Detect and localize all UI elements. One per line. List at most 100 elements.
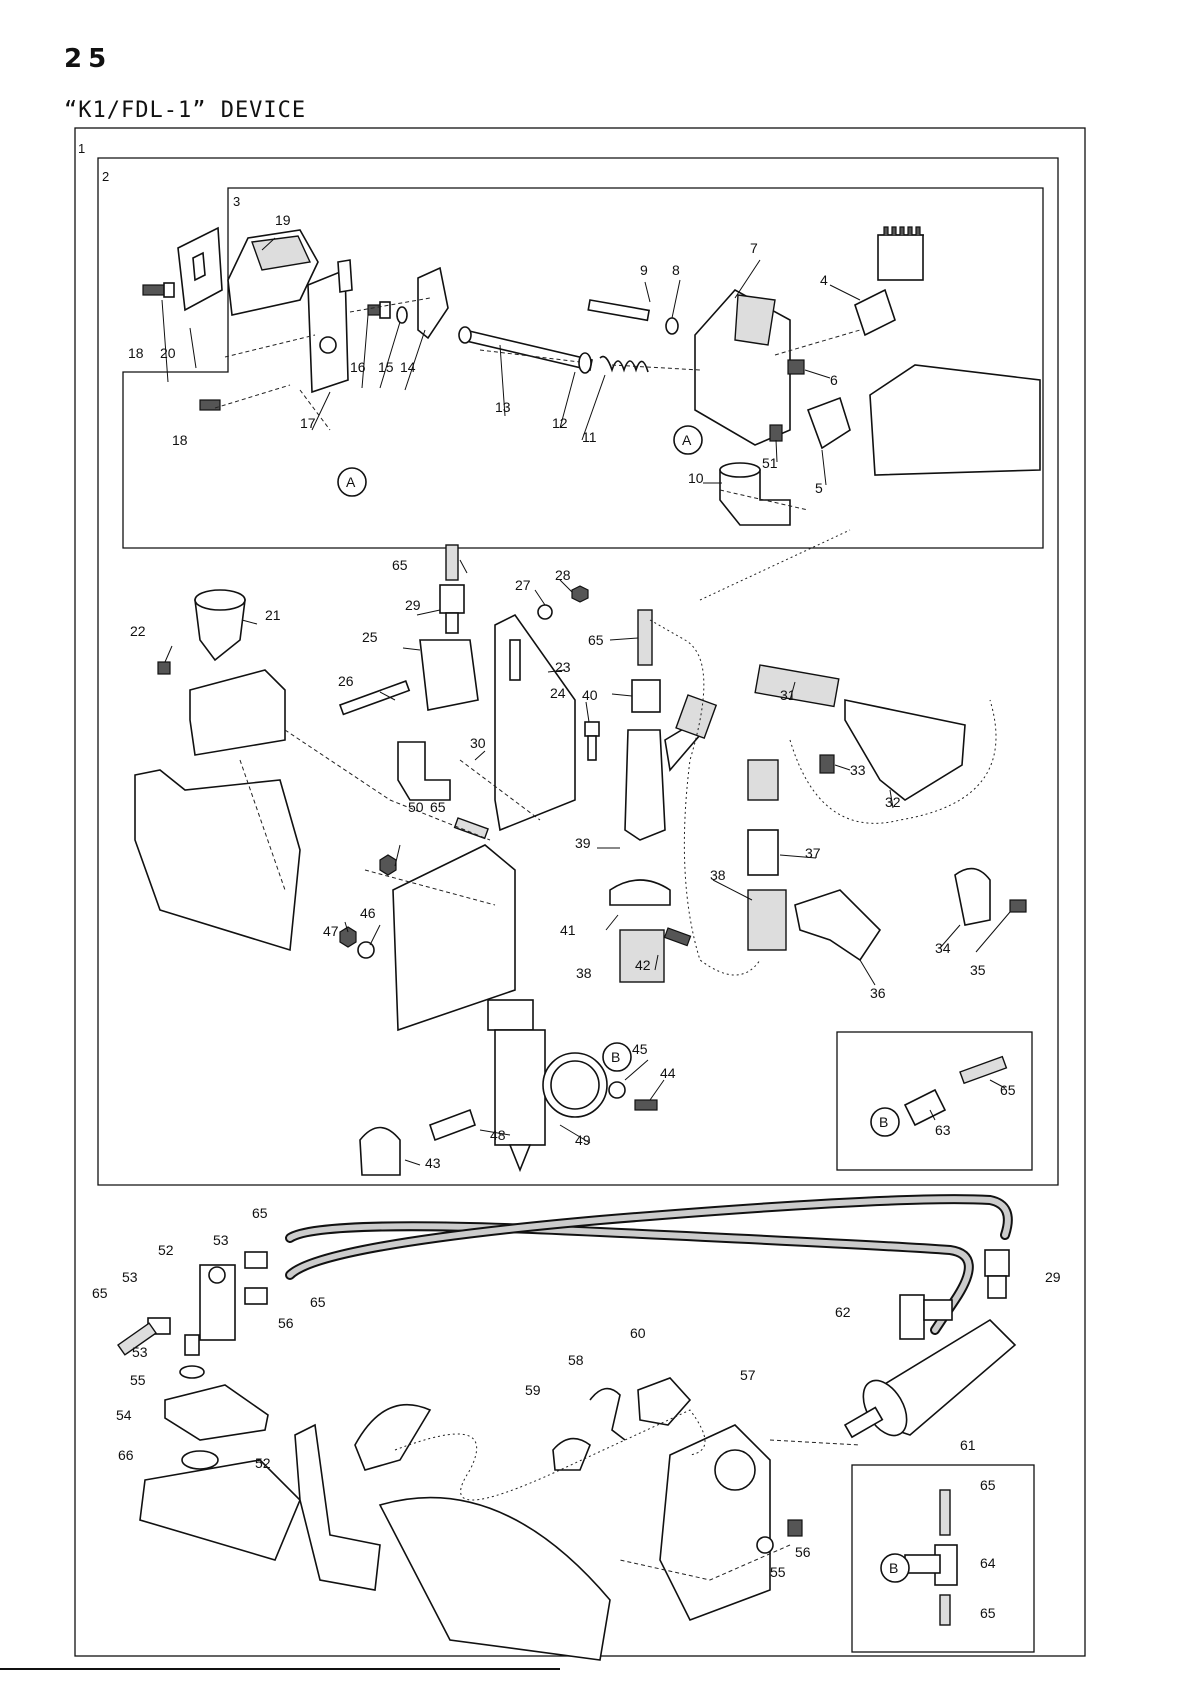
callout-46: 46 — [360, 905, 376, 921]
callout-19: 19 — [275, 212, 291, 228]
spring-11 — [600, 357, 648, 373]
fitting-40 — [632, 680, 660, 712]
callout-53: 53 — [122, 1269, 138, 1285]
ref-b-3: B — [881, 1554, 909, 1582]
hose-65d — [960, 1057, 1006, 1084]
svg-text:B: B — [879, 1114, 888, 1130]
callout-18: 18 — [128, 345, 144, 361]
callout-65: 65 — [392, 557, 408, 573]
spring-wire-mid — [355, 1405, 430, 1470]
ref-b-1: B — [603, 1043, 631, 1071]
manifold-52 — [200, 1265, 235, 1340]
machine-frame-left — [135, 770, 300, 950]
hose-65a — [446, 545, 458, 580]
fitting-29b — [985, 1250, 1009, 1298]
callout-6: 6 — [830, 372, 838, 388]
ref-b-2: B — [871, 1108, 899, 1136]
nut-50 — [380, 855, 396, 875]
callout-65: 65 — [252, 1205, 268, 1221]
washer-46 — [358, 942, 374, 958]
callout-53: 53 — [132, 1344, 148, 1360]
part-5 — [808, 398, 850, 448]
callout-36: 36 — [870, 985, 886, 1001]
block-7 — [695, 290, 790, 445]
hose-65b — [455, 818, 488, 838]
ref-a-1: A — [338, 468, 366, 496]
callout-28: 28 — [555, 567, 571, 583]
callout-62: 62 — [835, 1304, 851, 1320]
washer-45 — [609, 1082, 625, 1098]
elbow-30 — [398, 742, 450, 800]
callout-29: 29 — [1045, 1269, 1061, 1285]
callout-49: 49 — [575, 1132, 591, 1148]
frame-1-label: 1 — [78, 141, 85, 156]
callout-61: 61 — [960, 1437, 976, 1453]
svg-text:B: B — [889, 1560, 898, 1576]
screw-44 — [635, 1100, 657, 1110]
callout-13: 13 — [495, 399, 511, 415]
washer-8 — [666, 318, 678, 334]
hose-65g — [940, 1595, 950, 1625]
plate-54 — [165, 1385, 268, 1440]
callout-41: 41 — [560, 922, 576, 938]
washer-55b — [757, 1537, 773, 1553]
callout-24: 24 — [550, 685, 566, 701]
callout-29: 29 — [405, 597, 421, 613]
knob-21 — [195, 590, 245, 660]
callout-18: 18 — [172, 432, 188, 448]
callout-39: 39 — [575, 835, 591, 851]
callout-66: 66 — [118, 1447, 134, 1463]
ring-66 — [182, 1451, 218, 1469]
callout-65: 65 — [310, 1294, 326, 1310]
shaft-13 — [459, 327, 592, 370]
callout-30: 30 — [470, 735, 486, 751]
callout-9: 9 — [640, 262, 648, 278]
callout-60: 60 — [630, 1325, 646, 1341]
clip-34 — [955, 869, 990, 925]
callout-54: 54 — [116, 1407, 132, 1423]
screw-35 — [1010, 900, 1026, 912]
elbow-10 — [720, 463, 790, 525]
callout-64: 64 — [980, 1555, 996, 1571]
fitting-29a — [440, 585, 464, 633]
setscrew-51 — [770, 425, 782, 441]
callout-21: 21 — [265, 607, 281, 623]
frame-2-label: 2 — [102, 169, 109, 184]
connector-63 — [905, 1090, 945, 1125]
callout-25: 25 — [362, 629, 378, 645]
sleeve-38b — [748, 890, 786, 950]
spring-wire-58 — [590, 1389, 625, 1440]
screw-9 — [588, 300, 649, 320]
callout-5: 5 — [815, 480, 823, 496]
feeder-comb — [878, 227, 924, 280]
callout-40: 40 — [582, 687, 598, 703]
hose-65c — [638, 610, 652, 665]
callout-33: 33 — [850, 762, 866, 778]
screw-24 — [585, 722, 599, 760]
callout-48: 48 — [490, 1127, 506, 1143]
callout-63: 63 — [935, 1122, 951, 1138]
callout-22: 22 — [130, 623, 146, 639]
callout-65: 65 — [588, 632, 604, 648]
callout-10: 10 — [688, 470, 704, 486]
callout-35: 35 — [970, 962, 986, 978]
tube-37 — [748, 760, 778, 875]
callout-14: 14 — [400, 359, 416, 375]
base-lower-left — [140, 1460, 300, 1560]
callout-42: 42 — [635, 957, 651, 973]
cover-19 — [228, 230, 318, 315]
spring-59 — [553, 1439, 590, 1470]
pipe-31 — [755, 665, 839, 706]
valve-25 — [420, 640, 478, 710]
plate-17 — [308, 260, 352, 392]
screw-42 — [665, 928, 691, 946]
screw-56a — [185, 1335, 199, 1355]
callout-50: 50 — [408, 799, 424, 815]
screw-18a — [143, 283, 174, 297]
fitting-53a — [245, 1252, 267, 1268]
block-60 — [638, 1378, 690, 1425]
screw-16 — [368, 302, 390, 318]
callout-55: 55 — [130, 1372, 146, 1388]
callout-51: 51 — [762, 455, 778, 471]
svg-text:A: A — [346, 474, 356, 490]
